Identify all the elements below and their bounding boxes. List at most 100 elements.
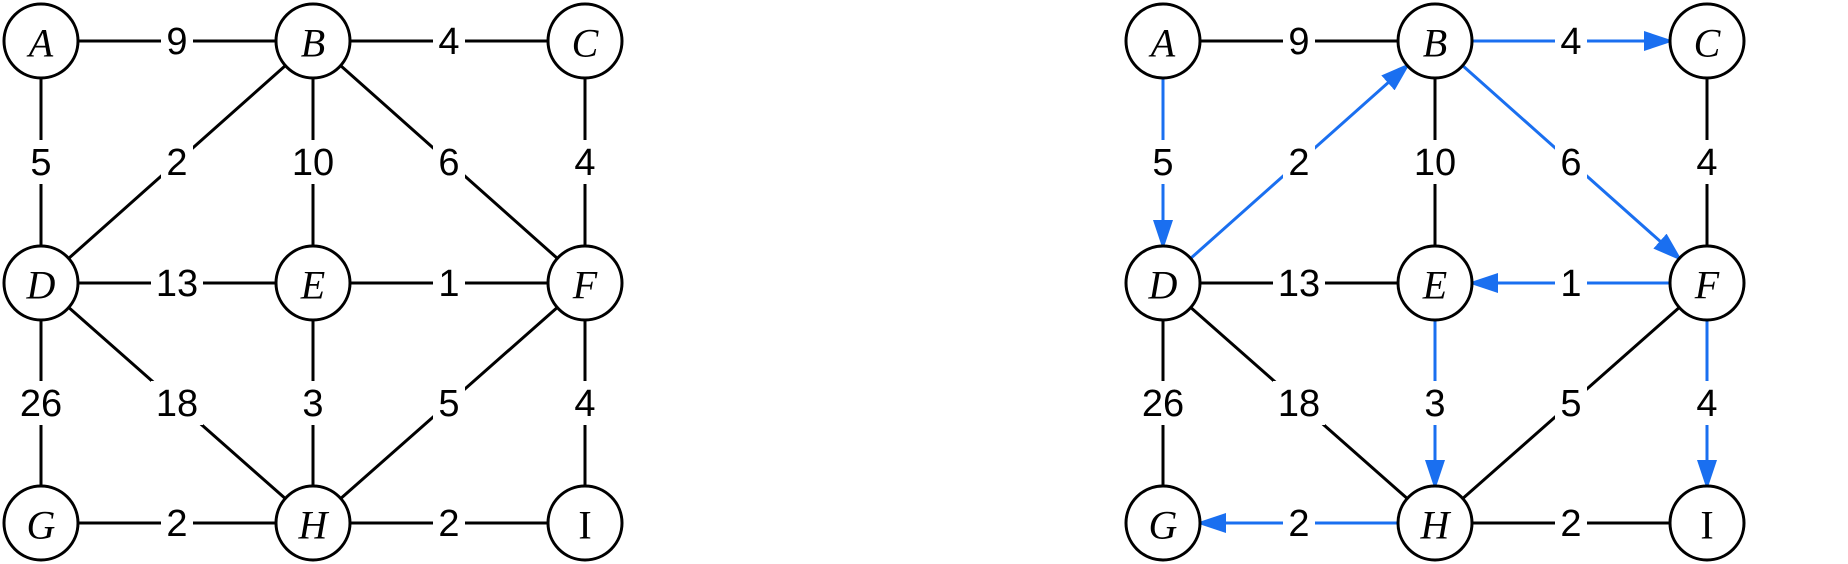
node-g: G (1124, 484, 1202, 562)
node-b: B (274, 2, 352, 80)
edge-weight-label: 5 (1152, 142, 1173, 184)
edge-weight-background (1555, 19, 1587, 63)
node-circle (1124, 484, 1202, 562)
node-a: A (2, 2, 80, 80)
edge-weight-label: 4 (574, 142, 595, 184)
edge-weight-background (151, 381, 203, 425)
edge-weight-label: 1 (1560, 263, 1581, 305)
node-label: D (1148, 263, 1178, 308)
edge-weight-background (1555, 381, 1587, 425)
edge-weight-background (1691, 381, 1723, 425)
node-label: C (572, 21, 600, 66)
node-a: A (1124, 2, 1202, 80)
edge-weight-background (433, 140, 465, 184)
node-circle (2, 2, 80, 80)
edge-weight-background (1283, 140, 1315, 184)
node-circle (1668, 2, 1746, 80)
node-circle (1396, 2, 1474, 80)
node-circle (274, 484, 352, 562)
edge-weight-label: 18 (156, 383, 198, 425)
node-label: A (26, 21, 54, 66)
edge-weight-label: 4 (1696, 142, 1717, 184)
edge-weight-background (1147, 140, 1179, 184)
node-circle (2, 244, 80, 322)
edge-weight-label: 3 (302, 383, 323, 425)
edge-weight-background (433, 501, 465, 545)
edge-weight-background (433, 381, 465, 425)
node-circle (1396, 244, 1474, 322)
node-label: I (1700, 503, 1713, 548)
node-d: D (2, 244, 80, 322)
edge-weight-background (1137, 381, 1189, 425)
edge-weight-label: 3 (1424, 383, 1445, 425)
node-circle (1396, 484, 1474, 562)
node-label: E (300, 263, 325, 308)
edge-weight-label: 26 (1142, 383, 1184, 425)
edge-weight-background (297, 381, 329, 425)
edge-weight-label: 4 (438, 21, 459, 63)
node-label: H (298, 503, 330, 548)
edge-weight-label: 10 (1414, 142, 1456, 184)
edge-weight-background (161, 501, 193, 545)
edge-weight-label: 18 (1278, 383, 1320, 425)
edge-weight-label: 26 (20, 383, 62, 425)
edge-weight-label: 2 (438, 503, 459, 545)
node-circle (546, 244, 624, 322)
node-circle (1668, 244, 1746, 322)
node-label: I (578, 503, 591, 548)
node-circle (546, 2, 624, 80)
node-label: G (27, 503, 56, 548)
edge-weight-background (1283, 501, 1315, 545)
node-circle (546, 484, 624, 562)
node-f: F (1668, 244, 1746, 322)
node-c: C (1668, 2, 1746, 80)
node-label: C (1694, 21, 1722, 66)
edge-weight-label: 6 (1560, 142, 1581, 184)
edge-weight-label: 2 (1288, 142, 1309, 184)
edge-weight-background (569, 381, 601, 425)
edge-weight-background (161, 19, 193, 63)
node-d: D (1124, 244, 1202, 322)
edge-weight-background (161, 140, 193, 184)
node-f: F (546, 244, 624, 322)
edge-weight-background (1273, 261, 1325, 305)
node-label: D (26, 263, 56, 308)
edge-weight-label: 1 (438, 263, 459, 305)
node-label: F (1694, 263, 1720, 308)
node-h: H (274, 484, 352, 562)
node-e: E (1396, 244, 1474, 322)
edge-weight-label: 2 (166, 503, 187, 545)
edge-weight-background (433, 261, 465, 305)
edge-weight-background (1419, 381, 1451, 425)
edge-weight-label: 9 (1288, 21, 1309, 63)
edge-weight-label: 13 (156, 263, 198, 305)
edge-weight-label: 4 (1560, 21, 1581, 63)
node-label: F (572, 263, 598, 308)
node-h: H (1396, 484, 1474, 562)
edge-weight-label: 5 (30, 142, 51, 184)
node-circle (2, 484, 80, 562)
edge-weight-background (1691, 140, 1723, 184)
edge-weight-label: 4 (1696, 383, 1717, 425)
edge-weight-label: 6 (438, 142, 459, 184)
edge-weight-label: 5 (438, 383, 459, 425)
edge-weight-background (1273, 381, 1325, 425)
node-c: C (546, 2, 624, 80)
edge-weight-background (433, 19, 465, 63)
edge-weight-label: 5 (1560, 383, 1581, 425)
edge-weight-background (1283, 19, 1315, 63)
node-circle (274, 244, 352, 322)
edge-weight-label: 10 (292, 142, 334, 184)
edge-weight-label: 4 (574, 383, 595, 425)
node-label: B (301, 21, 325, 66)
node-circle (274, 2, 352, 80)
node-label: B (1423, 21, 1447, 66)
edge-weight-background (151, 261, 203, 305)
node-label: H (1420, 503, 1452, 548)
node-label: G (1149, 503, 1178, 548)
edge-weight-background (15, 381, 67, 425)
edge-weight-background (287, 140, 339, 184)
